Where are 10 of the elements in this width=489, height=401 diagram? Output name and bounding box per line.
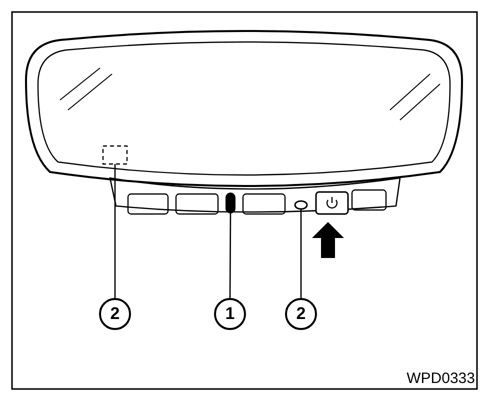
leader-line bbox=[229, 213, 232, 298]
sensor-hole bbox=[294, 200, 308, 210]
figure-code: WPD0333 bbox=[406, 370, 475, 387]
callout-number: 2 bbox=[99, 298, 131, 330]
indicator-light bbox=[226, 192, 236, 214]
sensor-outline bbox=[102, 145, 128, 165]
callout-number: 1 bbox=[214, 298, 246, 330]
leader-line bbox=[300, 209, 302, 298]
callout-number: 2 bbox=[285, 298, 317, 330]
leader-line bbox=[114, 164, 116, 298]
